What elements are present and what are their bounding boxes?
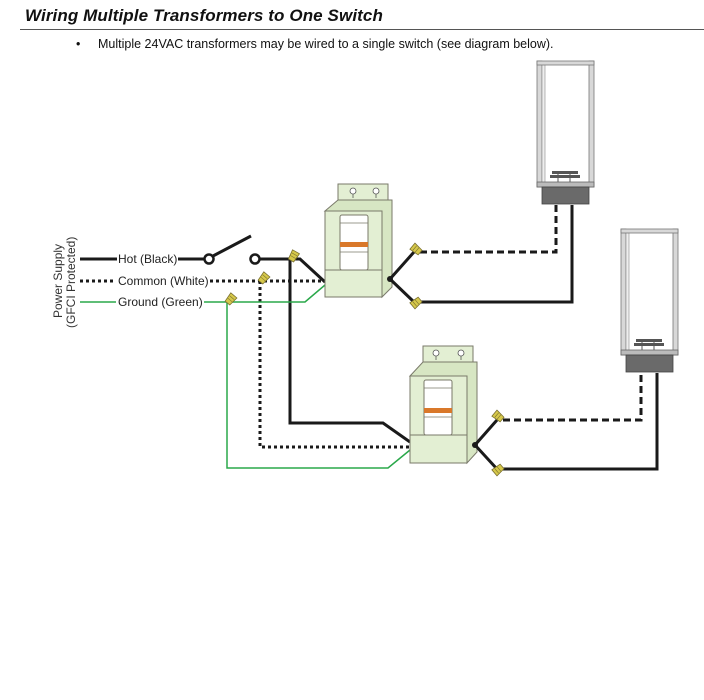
wire-nut-ground — [223, 292, 238, 307]
transformer-1 — [323, 183, 393, 299]
power-supply-text: Power Supply — [51, 244, 65, 318]
common-wire-label: Common (White) — [118, 274, 209, 288]
wire-nut-t2-out-a — [491, 409, 506, 424]
hot-wire-switched — [259, 257, 411, 444]
hot-wire: Hot (Black) — [80, 252, 205, 266]
title-divider — [20, 29, 704, 30]
transformer-2 — [408, 345, 478, 465]
transformer-2-output-wires — [473, 373, 659, 471]
bullet-text: Multiple 24VAC transformers may be wired… — [98, 37, 554, 51]
ground-wire-label: Ground (Green) — [118, 295, 203, 309]
light-fixture-2 — [620, 228, 679, 373]
common-wire: Common (White) — [80, 274, 410, 449]
gfci-text: (GFCI Protected) — [64, 237, 78, 328]
ground-wire: Ground (Green) — [80, 284, 411, 469]
bullet-marker: • — [76, 37, 81, 51]
page-title: Wiring Multiple Transformers to One Swit… — [25, 6, 383, 25]
power-supply-label: Power Supply (GFCI Protected) — [51, 237, 78, 328]
light-fixture-1 — [536, 60, 595, 205]
switch — [203, 234, 261, 265]
bullet-item: • Multiple 24VAC transformers may be wire… — [76, 37, 554, 51]
hot-wire-label: Hot (Black) — [118, 252, 177, 266]
transformer-1-output-wires — [388, 205, 574, 304]
